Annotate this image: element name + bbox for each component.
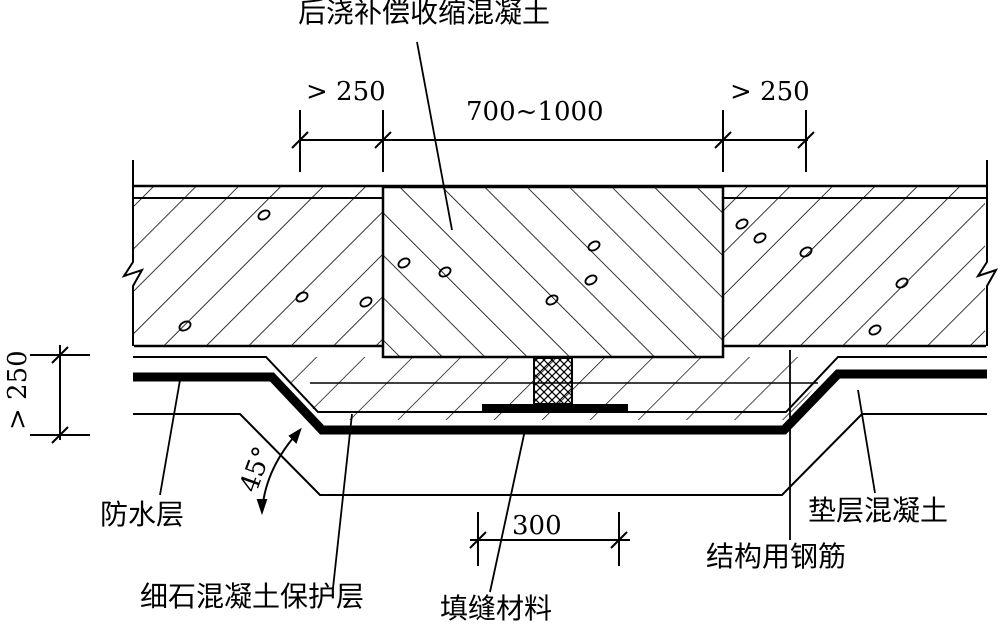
dim-filler-width: 300 xyxy=(512,511,562,541)
break-symbol-right xyxy=(975,150,1003,350)
post-pour-strip xyxy=(381,185,725,359)
label-rebar: 结构用钢筋 xyxy=(706,540,846,573)
leader-lines xyxy=(159,41,876,593)
label-post-pour: 后浇补偿收缩混凝土 xyxy=(298,0,550,29)
label-protective: 细石混凝土保护层 xyxy=(140,580,364,613)
dim-angle: 45° xyxy=(234,443,278,497)
dim-right-gap: > 250 xyxy=(730,77,810,107)
dim-width: 700~1000 xyxy=(466,97,604,127)
dimension-vertical xyxy=(30,345,90,444)
dim-left-gap: > 250 xyxy=(306,77,386,107)
dimension-top xyxy=(291,110,815,172)
dim-vertical: > 250 xyxy=(3,350,33,430)
dimension-bottom xyxy=(469,512,630,566)
aggregate-marks xyxy=(178,209,909,336)
label-cushion: 垫层混凝土 xyxy=(808,494,948,527)
break-symbol-left xyxy=(118,150,145,350)
label-filler: 填缝材料 xyxy=(440,592,552,625)
cushion-concrete xyxy=(133,413,987,496)
angle-indicator xyxy=(256,427,302,516)
waterproof-layer xyxy=(133,369,987,435)
label-waterproof: 防水层 xyxy=(100,498,184,531)
filler-material xyxy=(482,357,628,413)
